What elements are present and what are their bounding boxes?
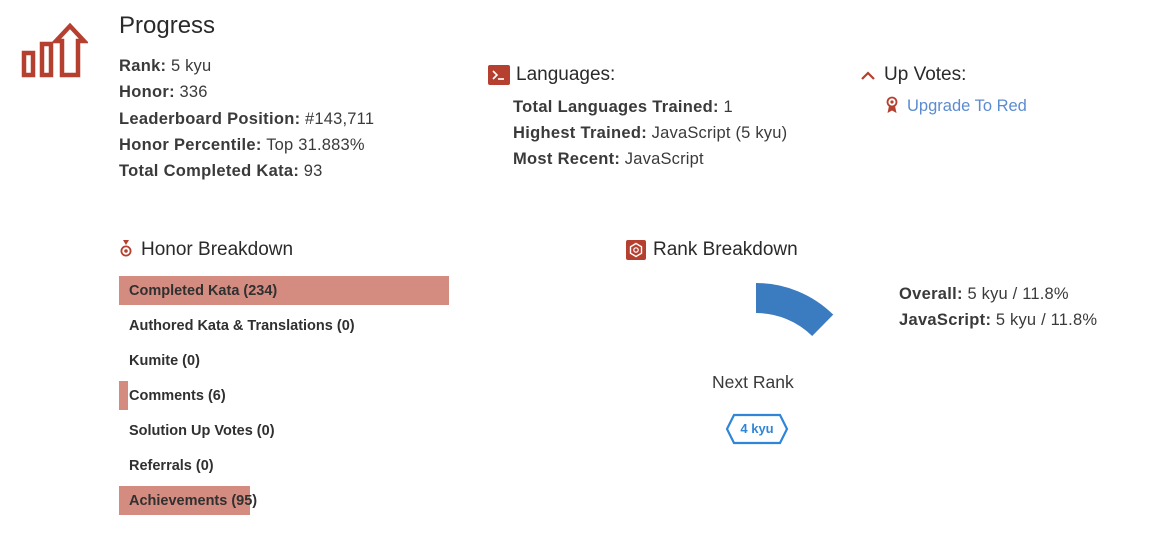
progress-chart-icon	[21, 22, 88, 78]
stat-highest-trained: Highest Trained: JavaScript (5 kyu)	[513, 124, 788, 142]
stat-most-recent: Most Recent: JavaScript	[513, 150, 704, 168]
honor-row-referrals: Referrals (0)	[129, 458, 214, 474]
honor-row-comments: Comments (6)	[119, 381, 459, 410]
upgrade-to-red-link[interactable]: Upgrade To Red	[907, 97, 1027, 115]
stat-overall-rank: Overall: 5 kyu / 11.8%	[899, 285, 1069, 303]
next-rank-badge-icon	[725, 413, 789, 445]
stat-total-completed-kata: Total Completed Kata: 93	[119, 162, 323, 180]
stat-honor-percentile: Honor Percentile: Top 31.883%	[119, 136, 365, 154]
honor-row-authored-kata: Authored Kata & Translations (0)	[129, 318, 355, 334]
rank-progress-arc	[756, 283, 834, 337]
next-rank-badge: 4 kyu	[740, 421, 774, 436]
progress-title: Progress	[119, 12, 216, 39]
honor-row-solution-up-votes: Solution Up Votes (0)	[129, 423, 275, 439]
next-rank-label: Next Rank	[712, 372, 794, 392]
stat-rank: Rank: 5 kyu	[119, 57, 212, 75]
honor-row-achievements: Achievements (95)	[119, 486, 459, 515]
honor-row-kumite: Kumite (0)	[129, 353, 200, 369]
honor-row-completed-kata: Completed Kata (234)	[119, 276, 459, 305]
rank-hexagon-icon	[626, 240, 646, 260]
chevron-up-icon	[861, 71, 875, 80]
stat-leaderboard-position: Leaderboard Position: #143,711	[119, 110, 375, 128]
honor-bar-fill	[119, 276, 449, 305]
rank-breakdown-title: Rank Breakdown	[653, 239, 798, 260]
honor-bar-fill	[119, 486, 250, 515]
ribbon-icon	[886, 96, 898, 113]
stat-honor: Honor: 336	[119, 83, 208, 101]
honor-breakdown-title: Honor Breakdown	[141, 239, 294, 260]
stat-javascript-rank: JavaScript: 5 kyu / 11.8%	[899, 311, 1098, 329]
honor-bar-fill	[119, 381, 129, 410]
rank-progress-arc-segment	[756, 283, 834, 337]
stat-total-languages-trained: Total Languages Trained: 1	[513, 98, 733, 116]
languages-title: Languages:	[516, 64, 616, 85]
medal-icon	[120, 240, 132, 257]
upvotes-title: Up Votes:	[884, 64, 967, 85]
terminal-icon	[488, 65, 510, 85]
